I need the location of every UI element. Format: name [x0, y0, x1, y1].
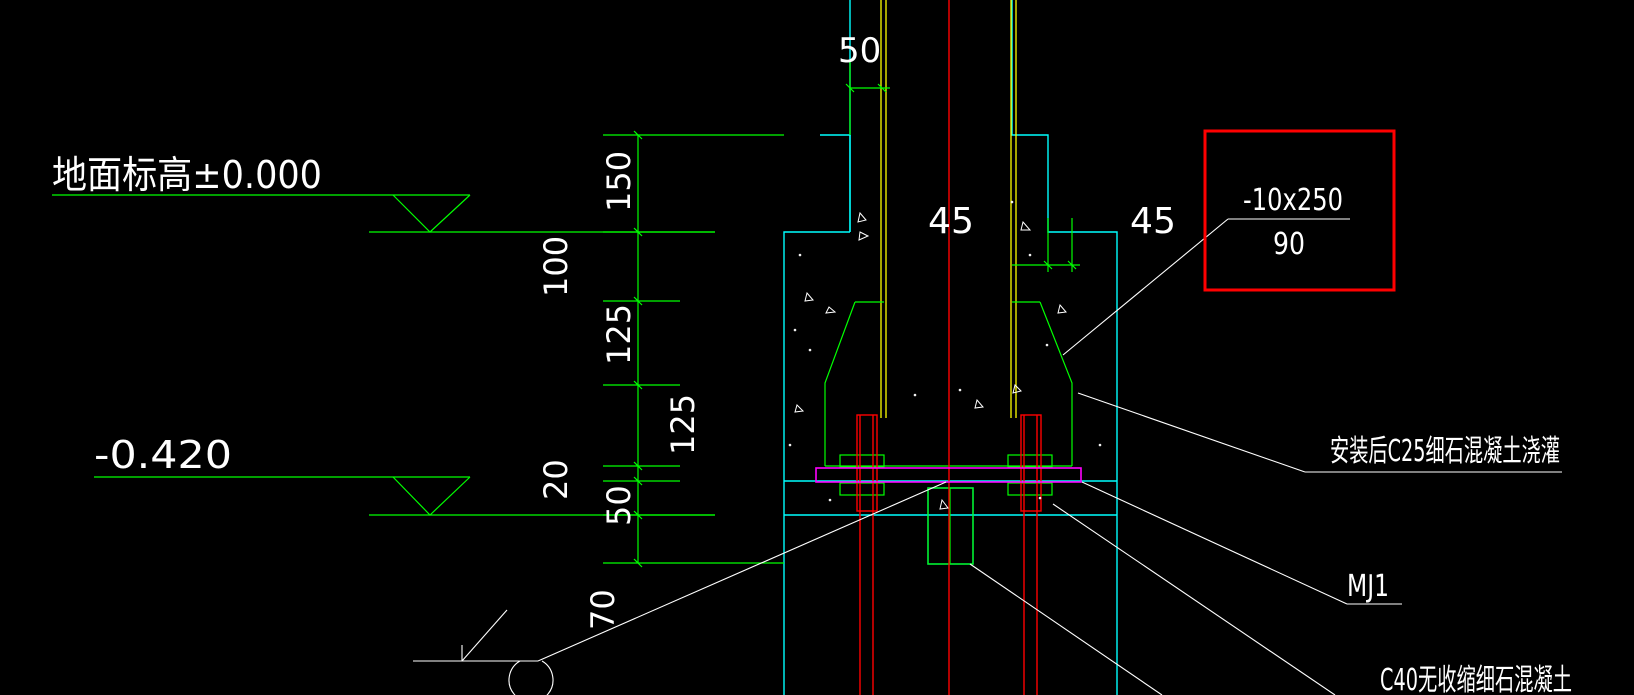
grout-note: 安装后C25细石混凝土浇灌 [1330, 434, 1560, 469]
grout-pocket [824, 301, 1073, 565]
plate-spec-label: -10x250 [1243, 183, 1343, 218]
concrete-hatch [788, 200, 1102, 510]
ground-elevation-label: 地面标高±0.000 [52, 153, 322, 197]
base-plate [815, 467, 1082, 483]
callout-highlight-box [1203, 129, 1396, 292]
dim-125-a: 125 [600, 304, 638, 365]
plate-sub-label: 90 [1273, 227, 1305, 262]
nonshrink-note: C40无收缩细石混凝土 [1380, 663, 1572, 695]
anchor-bolts [856, 0, 1042, 695]
dim-gap-left-45: 45 [928, 201, 974, 242]
dim-100: 100 [537, 236, 575, 297]
leader-lines [413, 218, 1562, 695]
steel-column [880, 0, 1017, 418]
dim-150: 150 [600, 151, 638, 212]
dim-70: 70 [584, 589, 622, 630]
dim-top-50: 50 [838, 31, 881, 71]
lower-elevation-label: -0.420 [94, 433, 232, 477]
dim-50: 50 [600, 485, 638, 526]
embed-note: MJ1 [1347, 569, 1389, 604]
dim-20: 20 [537, 459, 575, 500]
dim-gap-right-45: 45 [1130, 201, 1176, 242]
dimension-lines [52, 60, 1080, 568]
dim-125-b: 125 [664, 394, 702, 455]
